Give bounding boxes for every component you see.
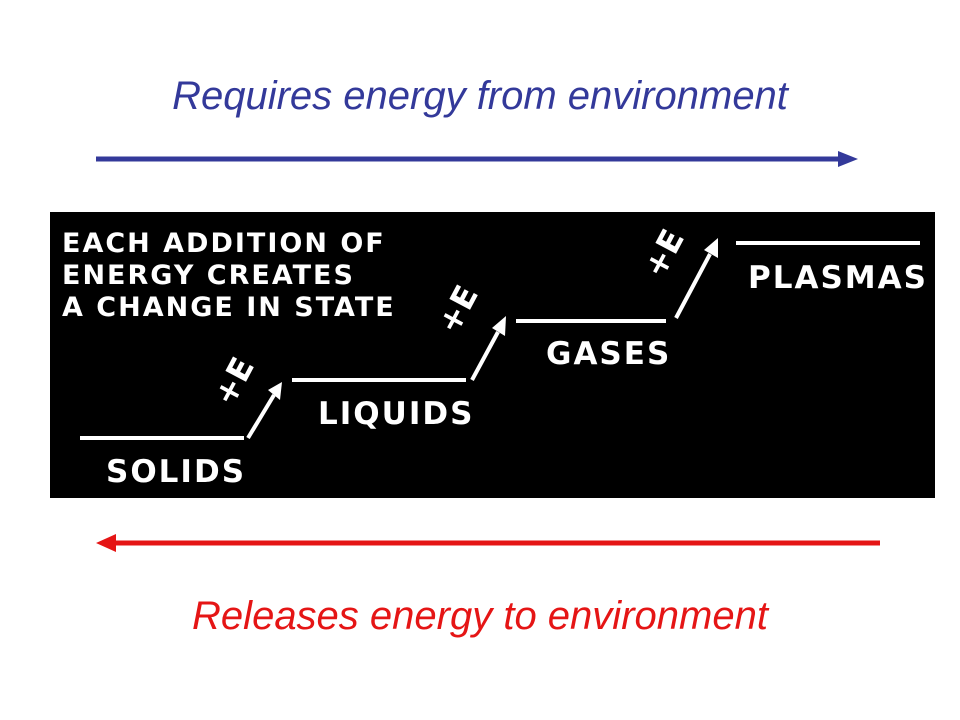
- requires-energy-caption: Requires energy from environment: [172, 74, 788, 118]
- liquids-label: LIQUIDS: [318, 396, 474, 432]
- gases-label: GASES: [546, 336, 671, 372]
- energy-label-1: +E: [206, 351, 262, 412]
- left-arrow-icon: [96, 534, 880, 552]
- plasmas-label: PLASMAS: [748, 260, 928, 296]
- states-of-matter-board: EACH ADDITION OF ENERGY CREATES A CHANGE…: [50, 212, 935, 498]
- note-line-3: A CHANGE IN STATE: [62, 292, 396, 323]
- energy-arrow-icon-2: [470, 316, 506, 381]
- solids-label: SOLIDS: [106, 454, 246, 490]
- energy-arrow-icon-3: [674, 238, 718, 319]
- energy-arrow-icon-1: [246, 382, 282, 440]
- right-arrow-icon: [96, 151, 858, 167]
- energy-label-2: +E: [430, 279, 486, 340]
- energy-label-3: +E: [636, 223, 692, 284]
- note-line-1: EACH ADDITION OF: [62, 228, 386, 259]
- note-line-2: ENERGY CREATES: [62, 260, 355, 291]
- releases-energy-caption: Releases energy to environment: [192, 594, 768, 638]
